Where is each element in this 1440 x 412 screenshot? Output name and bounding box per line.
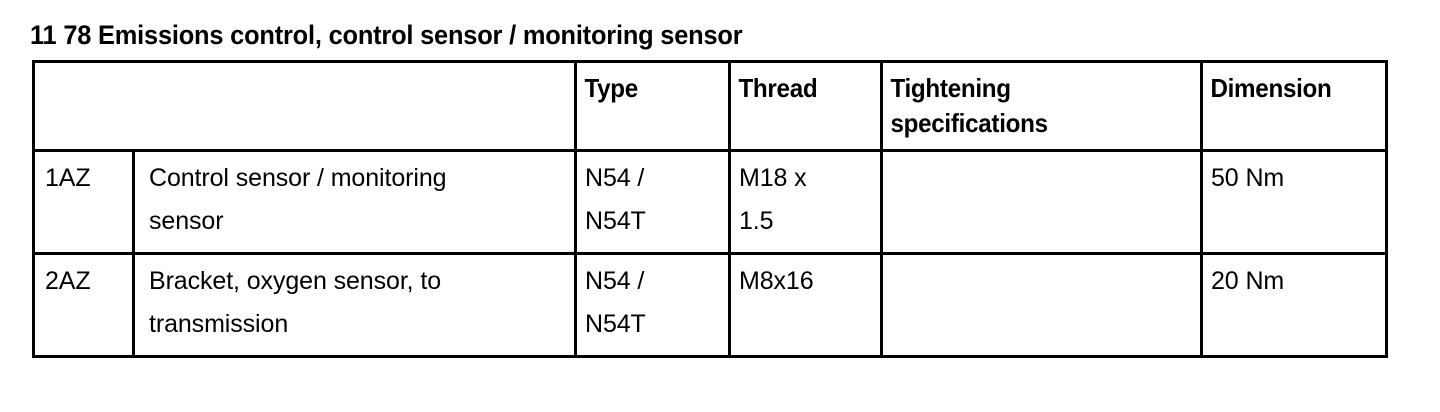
- header-label-thread: Thread: [738, 73, 818, 103]
- cell-item-dimension: 20 Nm: [1200, 252, 1388, 358]
- item-tightening-specifications-label: [883, 255, 1200, 265]
- cell-item-id: 1AZ: [32, 149, 135, 255]
- item-description-label: Bracket, oxygen sensor, to transmission: [149, 267, 442, 338]
- item-id-label: 2AZ: [45, 267, 91, 295]
- item-id-label: 1AZ: [45, 164, 91, 192]
- cell-item-id: 2AZ: [32, 252, 135, 358]
- header-cell-thread: Thread: [728, 60, 883, 152]
- header-cell-type: Type: [574, 60, 731, 152]
- table-row: 2AZ Bracket, oxygen sensor, to transmiss…: [32, 252, 1388, 358]
- item-type-label: N54 / N54T: [585, 164, 646, 235]
- item-thread-label: M18 x 1.5: [739, 164, 807, 235]
- header-cell-blank: [32, 60, 577, 152]
- item-thread-label: M8x16: [739, 267, 814, 295]
- cell-item-tightening-specifications: [880, 149, 1203, 255]
- cell-item-type: N54 / N54T: [574, 252, 731, 358]
- cell-item-dimension: 50 Nm: [1200, 149, 1388, 255]
- specification-table: Type Thread Tightening specifications Di…: [32, 60, 1388, 358]
- cell-item-thread: M18 x 1.5: [728, 149, 883, 255]
- item-tightening-specifications-label: [883, 152, 1200, 162]
- cell-item-type: N54 / N54T: [574, 149, 731, 255]
- table-header-row: Type Thread Tightening specifications Di…: [32, 60, 1388, 152]
- header-label-tightening-specifications: Tightening specifications: [890, 73, 1048, 138]
- item-description-label: Control sensor / monitoring sensor: [149, 164, 447, 235]
- table-row: 1AZ Control sensor / monitoring sensor N…: [32, 149, 1388, 255]
- item-dimension-label: 20 Nm: [1211, 267, 1285, 295]
- header-cell-dimension: Dimension: [1200, 60, 1388, 152]
- cell-item-thread: M8x16: [728, 252, 883, 358]
- cell-item-description: Bracket, oxygen sensor, to transmission: [132, 252, 577, 358]
- header-label-type: Type: [584, 73, 638, 103]
- cell-item-description: Control sensor / monitoring sensor: [132, 149, 577, 255]
- page-title: 11 78 Emissions control, control sensor …: [30, 20, 743, 50]
- cell-item-tightening-specifications: [880, 252, 1203, 358]
- item-type-label: N54 / N54T: [585, 267, 646, 338]
- header-label-blank: [35, 63, 574, 149]
- header-cell-tightening-specifications: Tightening specifications: [880, 60, 1203, 152]
- header-label-dimension: Dimension: [1210, 73, 1332, 103]
- item-dimension-label: 50 Nm: [1211, 164, 1285, 192]
